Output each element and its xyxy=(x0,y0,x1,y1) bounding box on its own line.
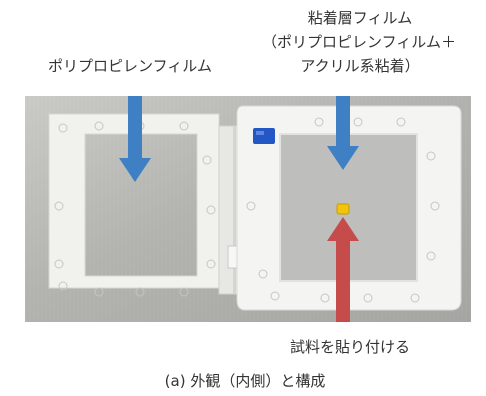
red-arrow xyxy=(327,217,359,322)
right-film-label-line3: アクリル系粘着） xyxy=(300,57,420,75)
right-film-label-line2: （ポリプロピレンフィルム＋ xyxy=(262,33,456,51)
figure-caption: (a) 外観（内側）と構成 xyxy=(164,372,326,390)
right-film-label-line1: 粘着層フィルム xyxy=(307,9,413,27)
sample-piece xyxy=(336,203,350,215)
blue-tab xyxy=(253,128,275,144)
blue-arrow-left xyxy=(119,96,151,182)
sample-holder-photo xyxy=(25,96,471,322)
left-film-label: ポリプロピレンフィルム xyxy=(48,57,212,75)
blue-arrow-right xyxy=(327,96,359,170)
sample-label: 試料を貼り付ける xyxy=(289,338,410,356)
